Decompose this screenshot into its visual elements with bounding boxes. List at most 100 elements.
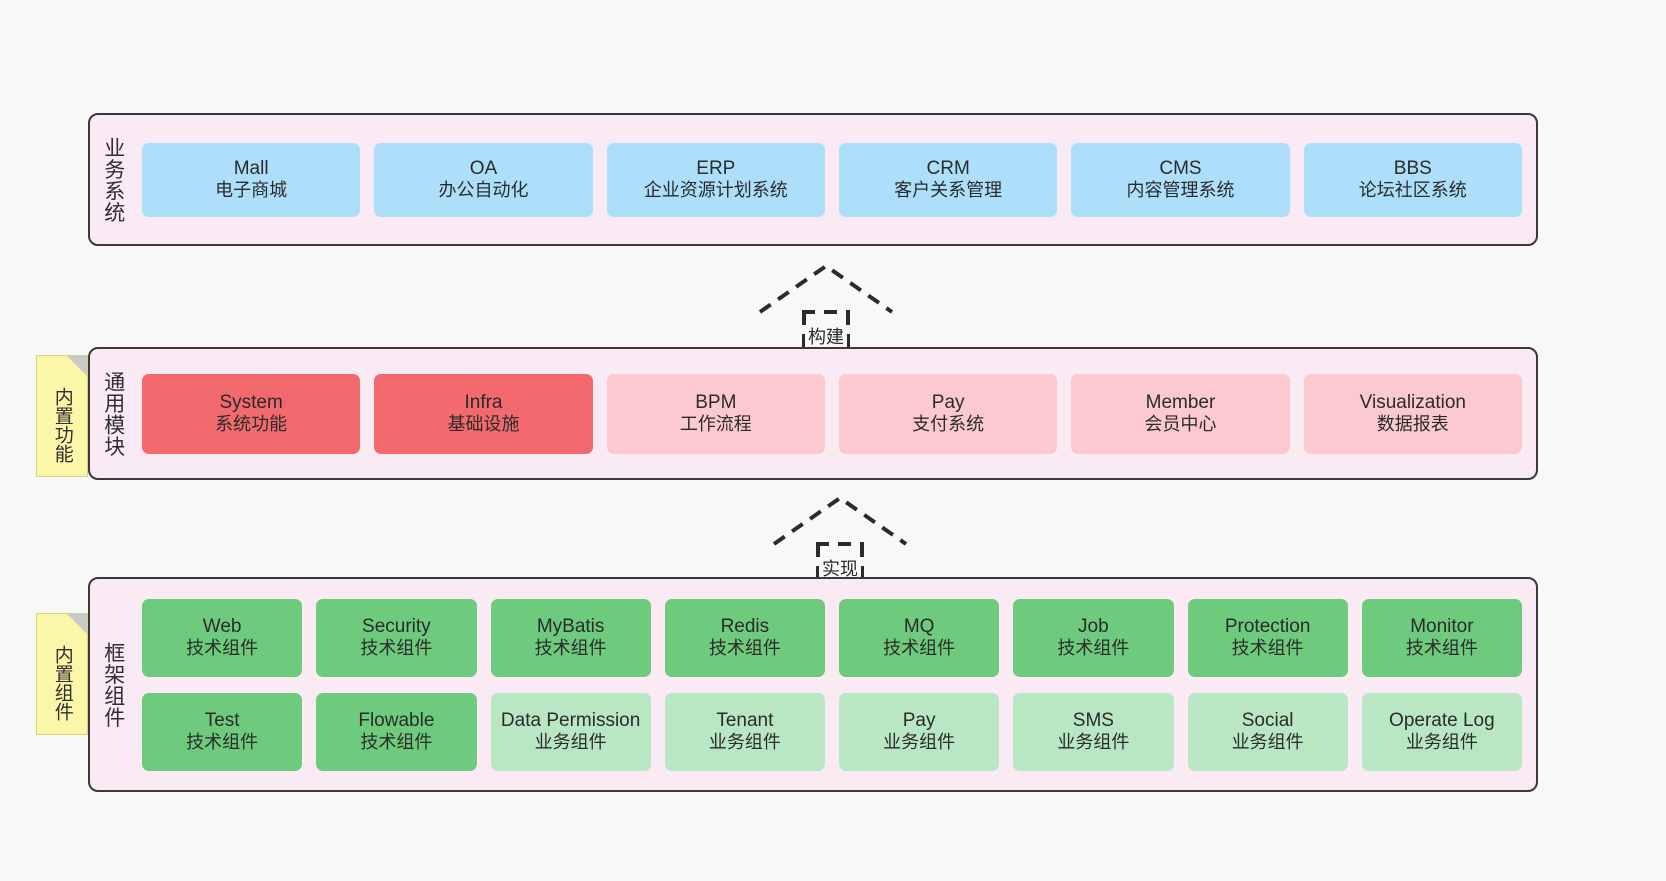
dashed-generalization-arrow-icon	[758, 263, 894, 356]
card-title: Mall	[233, 157, 269, 179]
card-title: Web	[202, 615, 242, 637]
card-title: MQ	[903, 615, 935, 637]
card-subtitle: 业务组件	[1405, 731, 1478, 752]
card-title: CRM	[926, 157, 970, 179]
card-title: Monitor	[1410, 615, 1474, 637]
card-title: Member	[1145, 391, 1216, 413]
card-row: Web 技术组件 Security 技术组件 MyBatis 技术组件 Redi…	[142, 598, 1522, 677]
card-system[interactable]: System 系统功能	[142, 373, 361, 454]
note-label: 内置功能	[51, 387, 73, 463]
card-mybatis[interactable]: MyBatis 技术组件	[490, 598, 651, 677]
card-pay-module[interactable]: Pay 支付系统	[838, 373, 1058, 454]
card-title: CMS	[1159, 157, 1202, 179]
card-operate-log[interactable]: Operate Log 业务组件	[1361, 692, 1522, 771]
card-subtitle: 业务组件	[1231, 731, 1304, 752]
card-sms[interactable]: SMS 业务组件	[1013, 692, 1174, 771]
card-subtitle: 办公自动化	[438, 179, 529, 200]
card-title: OA	[469, 157, 498, 179]
connector-implement: 实现	[750, 488, 930, 588]
card-infra[interactable]: Infra 基础设施	[374, 373, 593, 454]
card-title: Social	[1241, 709, 1294, 731]
card-subtitle: 内容管理系统	[1126, 179, 1235, 200]
card-title: Tenant	[716, 709, 774, 731]
card-title: Visualization	[1359, 391, 1466, 413]
card-row: Test 技术组件 Flowable 技术组件 Data Permission …	[142, 692, 1522, 771]
card-subtitle: 技术组件	[360, 731, 433, 752]
layer-framework-components: 框架组件 Web 技术组件 Security 技术组件 MyBatis 技术组件…	[88, 577, 1538, 792]
card-title: BBS	[1393, 157, 1432, 179]
card-title: Job	[1078, 615, 1109, 637]
card-monitor[interactable]: Monitor 技术组件	[1361, 598, 1522, 677]
layer-title-business-systems: 业务系统	[101, 136, 125, 223]
connector-build: 构建	[736, 256, 916, 356]
card-title: SMS	[1072, 709, 1114, 731]
card-subtitle: 系统功能	[215, 413, 288, 434]
card-subtitle: 技术组件	[360, 637, 433, 658]
dashed-generalization-arrow-icon	[772, 495, 908, 588]
card-bbs[interactable]: BBS 论坛社区系统	[1303, 142, 1522, 217]
card-visualization[interactable]: Visualization 数据报表	[1303, 373, 1522, 454]
layer-title-common-modules: 通用模块	[101, 370, 125, 457]
card-subtitle: 业务组件	[1057, 731, 1130, 752]
card-subtitle: 技术组件	[708, 637, 781, 658]
card-title: Protection	[1224, 615, 1311, 637]
card-cms[interactable]: CMS 内容管理系统	[1071, 142, 1290, 217]
card-title: Security	[362, 615, 431, 637]
card-subtitle: 技术组件	[1231, 637, 1304, 658]
card-test[interactable]: Test 技术组件	[142, 692, 303, 771]
note-builtin-components: 内置组件	[36, 613, 88, 735]
card-title: Pay	[902, 709, 936, 731]
card-title: Infra	[464, 391, 503, 413]
card-security[interactable]: Security 技术组件	[316, 598, 477, 677]
card-data-permission[interactable]: Data Permission 业务组件	[490, 692, 651, 771]
layer-body-common-modules: System 系统功能 Infra 基础设施 BPM 工作流程 Pay 支付系统…	[136, 349, 1536, 478]
note-builtin-features: 内置功能	[36, 355, 88, 477]
note-label: 内置组件	[51, 645, 73, 721]
card-title: MyBatis	[536, 615, 605, 637]
card-title: Pay	[931, 391, 965, 413]
card-web[interactable]: Web 技术组件	[142, 598, 303, 677]
card-subtitle: 基础设施	[447, 413, 520, 434]
layer-common-modules: 通用模块 System 系统功能 Infra 基础设施 BPM 工作流程 Pay…	[88, 347, 1538, 480]
card-subtitle: 数据报表	[1376, 413, 1449, 434]
layer-business-systems: 业务系统 Mall 电子商城 OA 办公自动化 ERP 企业资源计划系统 CRM…	[88, 113, 1538, 246]
card-subtitle: 技术组件	[186, 731, 259, 752]
card-subtitle: 业务组件	[708, 731, 781, 752]
connector-label: 构建	[805, 326, 847, 348]
card-row: Mall 电子商城 OA 办公自动化 ERP 企业资源计划系统 CRM 客户关系…	[142, 142, 1522, 217]
card-subtitle: 技术组件	[1405, 637, 1478, 658]
card-bpm[interactable]: BPM 工作流程	[606, 373, 825, 454]
card-mall[interactable]: Mall 电子商城	[142, 142, 361, 217]
card-subtitle: 技术组件	[883, 637, 956, 658]
card-subtitle: 企业资源计划系统	[643, 179, 788, 200]
card-member[interactable]: Member 会员中心	[1071, 373, 1290, 454]
card-title: Data Permission	[500, 709, 641, 731]
layer-body-framework-components: Web 技术组件 Security 技术组件 MyBatis 技术组件 Redi…	[136, 579, 1536, 790]
card-oa[interactable]: OA 办公自动化	[374, 142, 593, 217]
card-row: System 系统功能 Infra 基础设施 BPM 工作流程 Pay 支付系统…	[142, 373, 1522, 454]
card-pay-component[interactable]: Pay 业务组件	[839, 692, 1000, 771]
card-flowable[interactable]: Flowable 技术组件	[316, 692, 477, 771]
card-social[interactable]: Social 业务组件	[1187, 692, 1348, 771]
card-subtitle: 工作流程	[679, 413, 752, 434]
card-mq[interactable]: MQ 技术组件	[839, 598, 1000, 677]
card-title: Redis	[720, 615, 770, 637]
card-subtitle: 电子商城	[215, 179, 288, 200]
card-redis[interactable]: Redis 技术组件	[664, 598, 825, 677]
card-job[interactable]: Job 技术组件	[1013, 598, 1174, 677]
card-tenant[interactable]: Tenant 业务组件	[664, 692, 825, 771]
card-title: BPM	[695, 391, 737, 413]
card-subtitle: 论坛社区系统	[1358, 179, 1467, 200]
card-title: Operate Log	[1389, 709, 1495, 731]
card-title: Test	[204, 709, 240, 731]
card-protection[interactable]: Protection 技术组件	[1187, 598, 1348, 677]
card-subtitle: 业务组件	[883, 731, 956, 752]
connector-label: 实现	[819, 558, 861, 580]
card-subtitle: 业务组件	[534, 731, 607, 752]
card-title: System	[219, 391, 283, 413]
card-subtitle: 技术组件	[534, 637, 607, 658]
card-title: Flowable	[358, 709, 435, 731]
card-erp[interactable]: ERP 企业资源计划系统	[606, 142, 825, 217]
card-crm[interactable]: CRM 客户关系管理	[838, 142, 1058, 217]
layer-title-framework-components: 框架组件	[101, 641, 125, 728]
